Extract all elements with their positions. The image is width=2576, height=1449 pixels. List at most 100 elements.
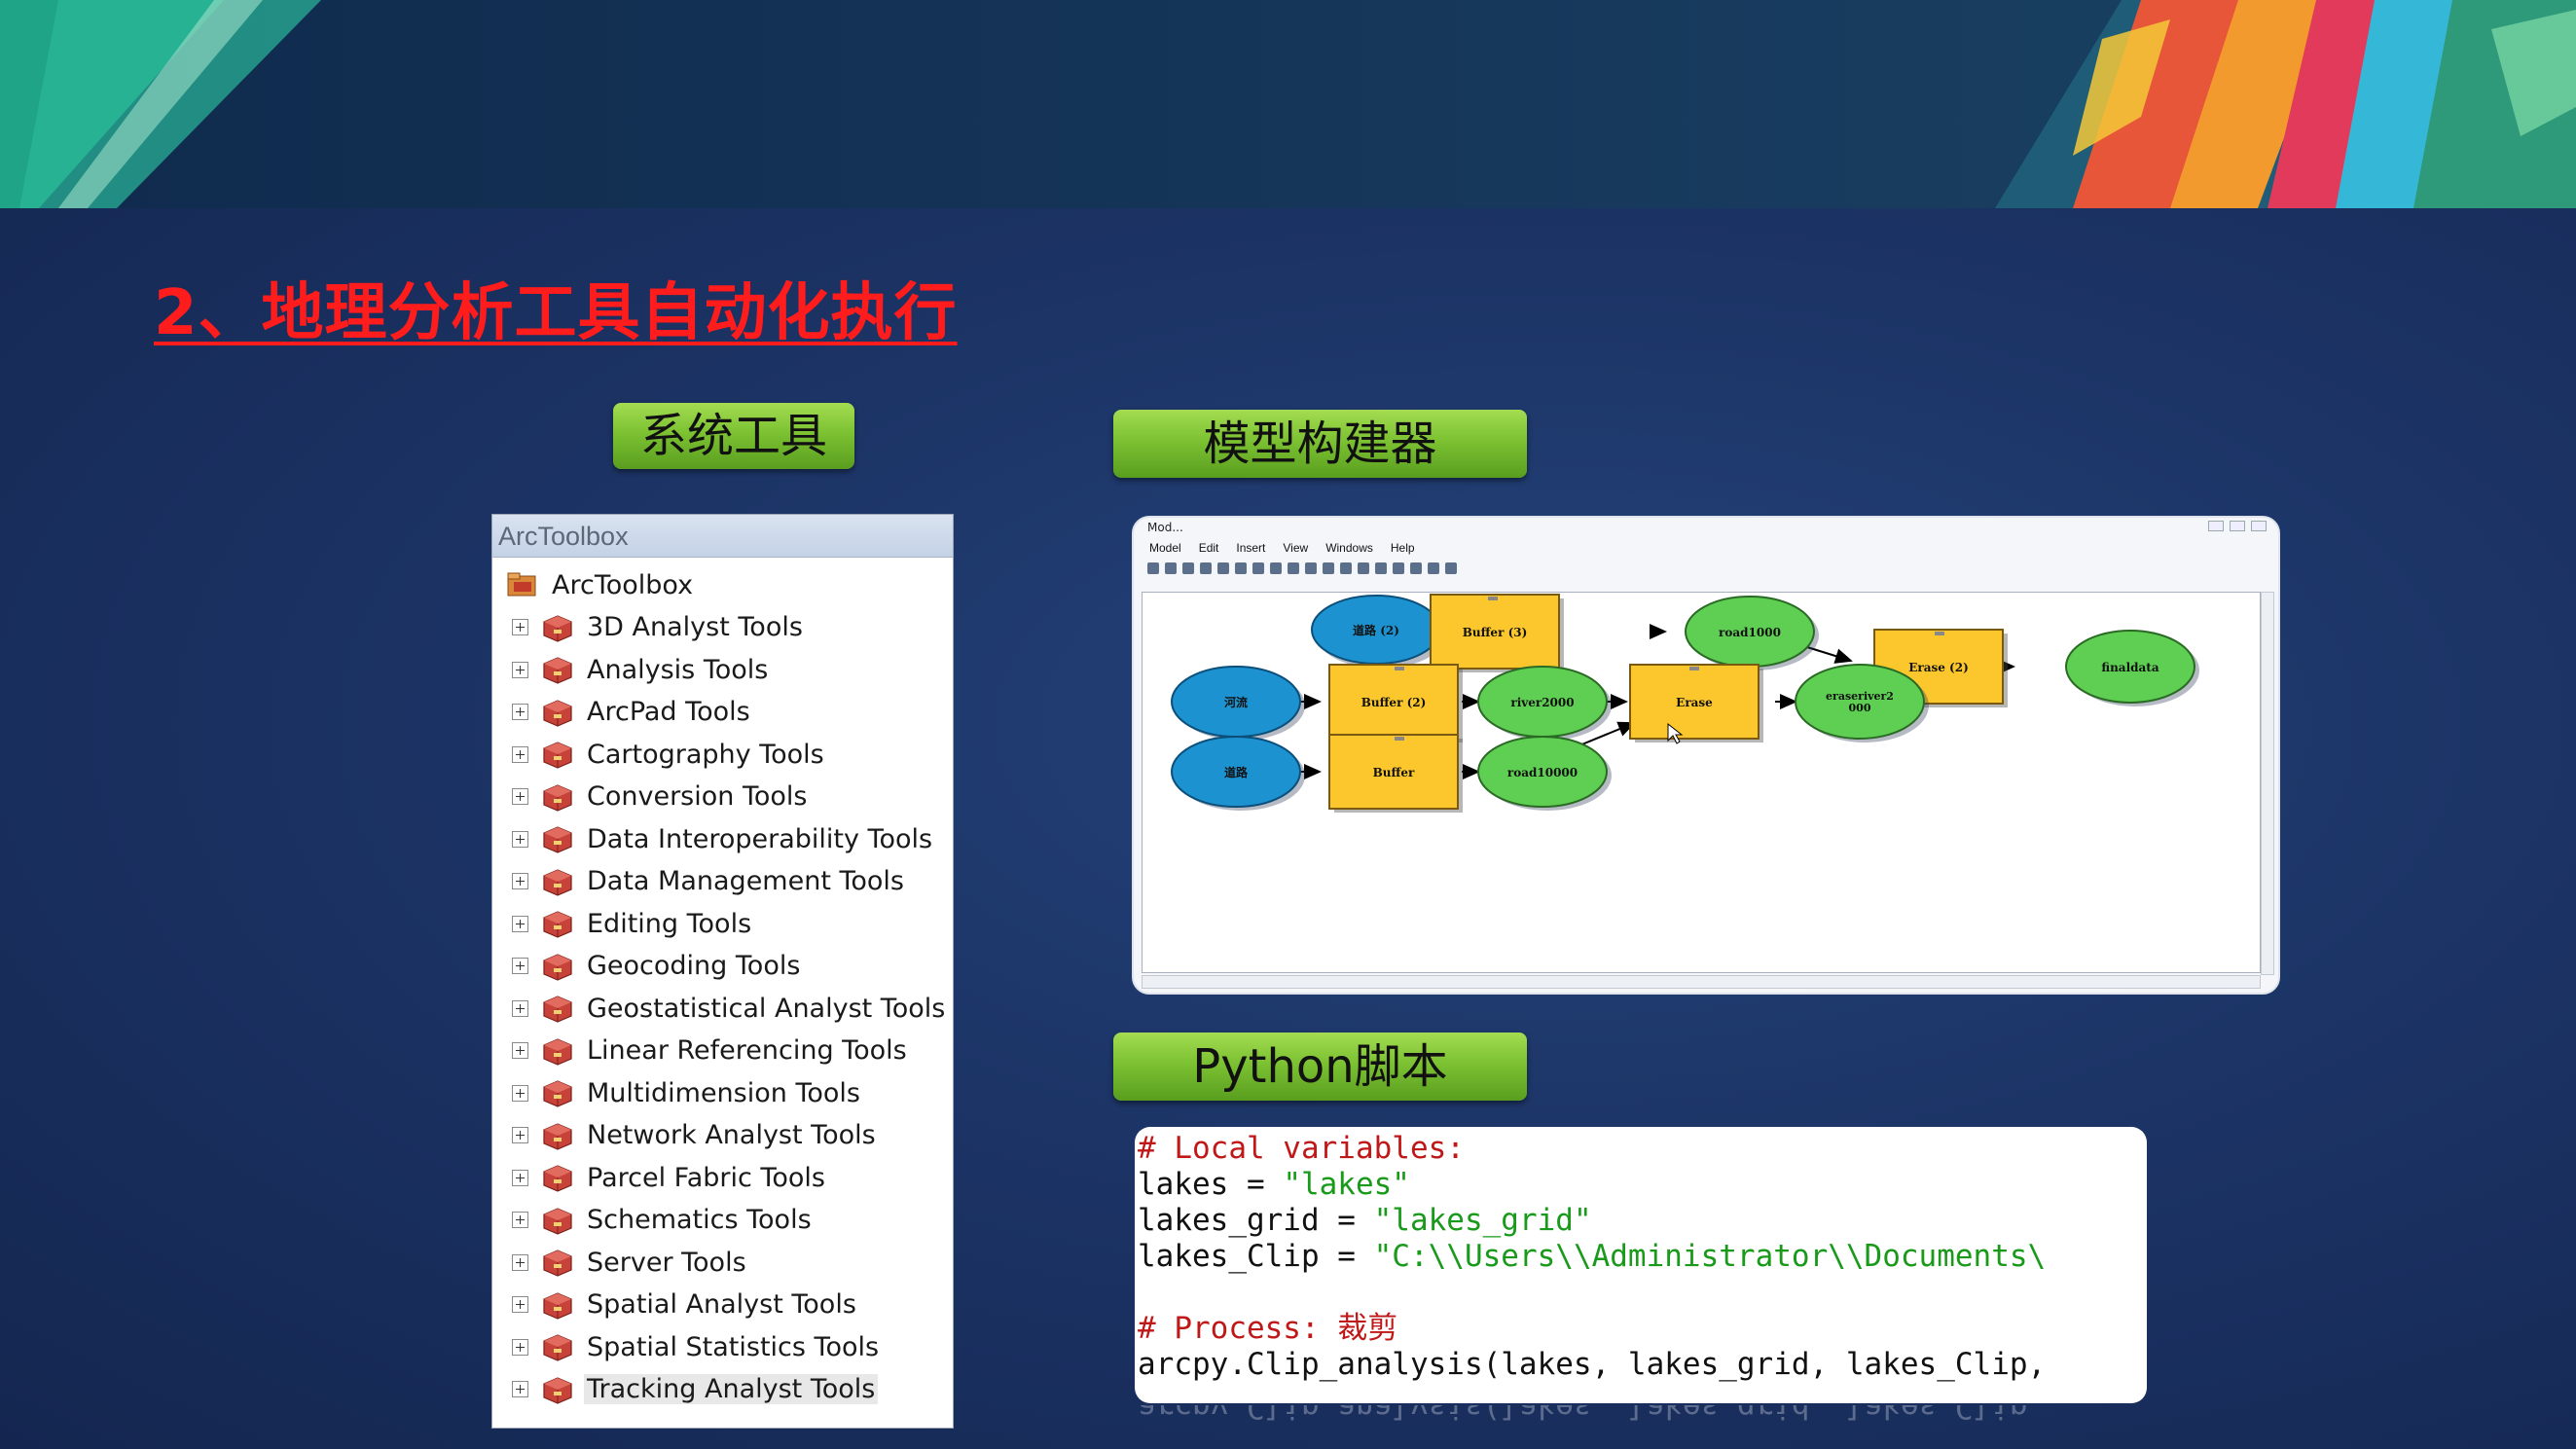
toolset-toolbox-icon (543, 1377, 572, 1404)
toolbox-item[interactable]: Geostatistical Analyst Tools (502, 988, 950, 1031)
tool-node-buffer[interactable] (1328, 734, 1459, 810)
vertical-scrollbar[interactable] (2261, 592, 2274, 975)
toolset-toolbox-icon (543, 784, 572, 812)
toolbox-item[interactable]: Data Interoperability Tools (502, 818, 950, 861)
expand-plus-icon[interactable] (512, 830, 528, 848)
tool-node-buffer2-label: Buffer (2) (1361, 696, 1427, 709)
maximize-icon[interactable] (2230, 521, 2245, 531)
full-extent-icon[interactable] (1323, 562, 1334, 574)
output-node-road10000-label: road10000 (1507, 766, 1578, 779)
save-icon[interactable] (1147, 562, 1159, 574)
toolbox-item[interactable]: Linear Referencing Tools (502, 1030, 950, 1072)
toolbox-item[interactable]: Server Tools (502, 1242, 950, 1285)
toolbox-item[interactable]: Multidimension Tools (502, 1072, 950, 1115)
expand-plus-icon[interactable] (512, 704, 528, 721)
data-node-road[interactable] (1171, 736, 1301, 808)
add-data-icon[interactable] (1288, 562, 1299, 574)
banner-graphic (0, 0, 2576, 208)
toolbox-item[interactable]: Editing Tools (502, 903, 950, 946)
copy-icon[interactable] (1200, 562, 1212, 574)
toolbox-item[interactable]: Data Management Tools (502, 860, 950, 903)
expand-plus-icon[interactable] (512, 1212, 528, 1229)
paste-icon[interactable] (1217, 562, 1229, 574)
toolbox-item-label: Conversion Tools (587, 781, 808, 813)
tool-node-buffer3[interactable] (1430, 594, 1560, 670)
expand-plus-icon[interactable] (512, 661, 528, 678)
toolset-toolbox-icon (543, 996, 572, 1023)
expand-plus-icon[interactable] (512, 999, 528, 1017)
print-icon[interactable] (1165, 562, 1177, 574)
zoom-in-icon[interactable] (1358, 562, 1369, 574)
horizontal-scrollbar[interactable] (1142, 975, 2261, 989)
toolbox-item[interactable]: 3D Analyst Tools (502, 606, 950, 649)
toolbox-item-label: Tracking Analyst Tools (584, 1374, 879, 1405)
menu-item[interactable]: Windows (1325, 541, 1373, 555)
arctoolbox-root-label: ArcToolbox (552, 569, 694, 600)
toolbox-item[interactable]: Geocoding Tools (502, 945, 950, 988)
expand-plus-icon[interactable] (512, 1381, 528, 1398)
toolbox-folder-icon (507, 572, 536, 597)
menu-item[interactable]: View (1283, 541, 1309, 555)
menu-item[interactable]: Model (1149, 541, 1181, 555)
expand-plus-icon[interactable] (512, 1127, 528, 1144)
run-icon[interactable] (1445, 562, 1457, 574)
model-builder-label: 模型构建器 (1113, 410, 1527, 478)
menu-item[interactable]: Edit (1198, 541, 1219, 555)
toolbox-item[interactable]: Conversion Tools (502, 776, 950, 818)
expand-plus-icon[interactable] (512, 1042, 528, 1060)
toolbox-item[interactable]: Network Analyst Tools (502, 1114, 950, 1157)
toolbox-item-label: Data Management Tools (587, 866, 905, 897)
output-node-road10000[interactable] (1477, 736, 1608, 808)
expand-plus-icon[interactable] (512, 1084, 528, 1102)
toolbox-item[interactable]: Schematics Tools (502, 1199, 950, 1242)
output-node-eraseriver[interactable] (1795, 664, 1925, 740)
arctoolbox-root[interactable]: ArcToolbox (502, 565, 696, 604)
auto-layout-icon[interactable] (1305, 562, 1317, 574)
expand-plus-icon[interactable] (512, 745, 528, 763)
pan-icon[interactable] (1375, 562, 1387, 574)
output-node-finaldata[interactable] (2065, 630, 2195, 704)
arctoolbox-titlebar: ArcToolbox (492, 515, 953, 558)
tool-node-erase[interactable] (1629, 664, 1760, 740)
toolbox-item[interactable]: Parcel Fabric Tools (502, 1157, 950, 1200)
tool-node-erase2-label: Erase (2) (1908, 661, 1969, 674)
model-canvas[interactable]: 道路 (2) Buffer (3) road1000 Erase (2) fin… (1142, 592, 2261, 973)
undo-icon[interactable] (1252, 562, 1264, 574)
toolbox-item[interactable]: Cartography Tools (502, 734, 950, 777)
delete-icon[interactable] (1235, 562, 1247, 574)
toolbox-item[interactable]: Spatial Analyst Tools (502, 1284, 950, 1326)
expand-plus-icon[interactable] (512, 1169, 528, 1186)
toolbox-item[interactable]: Analysis Tools (502, 649, 950, 692)
toolbox-item[interactable]: Spatial Statistics Tools (502, 1326, 950, 1369)
expand-plus-icon[interactable] (512, 1296, 528, 1314)
expand-plus-icon[interactable] (512, 1253, 528, 1271)
model-builder-toolbar (1134, 559, 2278, 578)
select-icon[interactable] (1393, 562, 1404, 574)
expand-plus-icon[interactable] (512, 915, 528, 932)
expand-plus-icon[interactable] (512, 788, 528, 806)
close-icon[interactable] (2251, 521, 2267, 531)
fixed-zoom-icon[interactable] (1340, 562, 1352, 574)
toolbox-item-label: Spatial Statistics Tools (587, 1331, 880, 1362)
expand-plus-icon[interactable] (512, 619, 528, 636)
toolbox-item[interactable]: ArcPad Tools (502, 691, 950, 734)
connect-icon[interactable] (1410, 562, 1422, 574)
tool-node-buffer3-label: Buffer (3) (1463, 626, 1528, 639)
minimize-icon[interactable] (2208, 521, 2224, 531)
cut-icon[interactable] (1182, 562, 1194, 574)
tool-hammer-icons (1395, 597, 1944, 741)
validate-icon[interactable] (1428, 562, 1439, 574)
window-controls (2208, 521, 2267, 531)
toolbox-item[interactable]: Tracking Analyst Tools (502, 1368, 950, 1411)
code-line-lakes-val: "lakes" (1283, 1167, 1410, 1202)
expand-plus-icon[interactable] (512, 873, 528, 890)
redo-icon[interactable] (1270, 562, 1282, 574)
toolbox-item-label: Schematics Tools (587, 1205, 812, 1236)
toolset-toolbox-icon (543, 657, 572, 684)
expand-plus-icon[interactable] (512, 958, 528, 975)
menu-item[interactable]: Help (1390, 541, 1415, 555)
menu-item[interactable]: Insert (1236, 541, 1266, 555)
expand-plus-icon[interactable] (512, 1338, 528, 1356)
